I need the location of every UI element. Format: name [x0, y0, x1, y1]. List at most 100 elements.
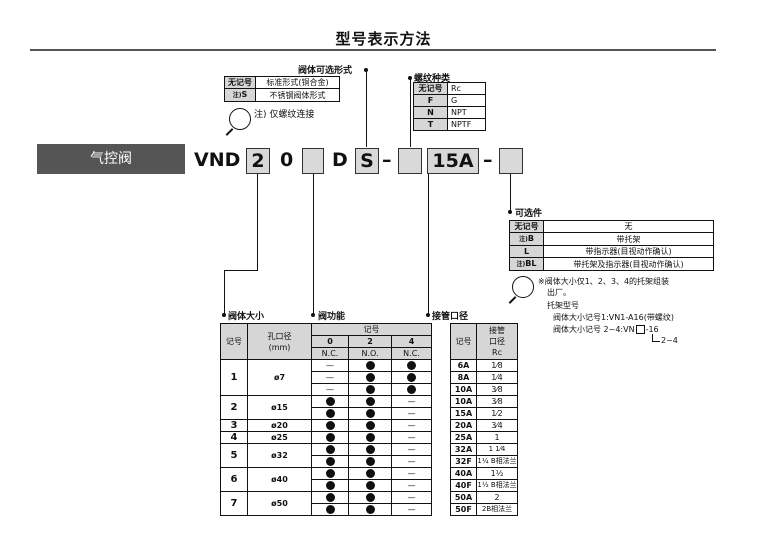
port-code-cell: 20A [450, 419, 477, 432]
port-code-cell: 10A [450, 395, 477, 408]
function-4-cell: — [391, 419, 432, 432]
function-2-cell [348, 371, 392, 384]
function-0-cell: — [311, 371, 349, 384]
size-code-cell: 5 [220, 443, 248, 468]
port-size-cell: 1¼ B相法兰 [476, 455, 518, 468]
function-0-cell [311, 443, 349, 456]
header-f2-sub: N.O. [348, 347, 392, 360]
s-box: S [355, 148, 379, 174]
bracket-leader-h [652, 341, 660, 342]
available-dot-icon [365, 505, 375, 514]
magnifier-icon [229, 108, 251, 130]
body-size-label: 阀体大小 [228, 312, 265, 322]
thread-dot [408, 76, 412, 80]
available-dot-icon [325, 445, 335, 454]
spacer [432, 420, 451, 432]
thread-box [398, 148, 422, 174]
function-box [302, 148, 324, 174]
available-dot-icon [365, 409, 375, 418]
spacer [432, 396, 451, 408]
size-code-cell: 4 [220, 431, 248, 444]
orifice-cell: ø25 [247, 431, 312, 444]
title-divider [30, 49, 716, 51]
bracket-line2: 阀体大小记号 2~4:VN-16 [553, 324, 659, 335]
bracket-size-box [635, 325, 645, 334]
available-dot-icon [325, 397, 335, 406]
size-box: 2 [246, 148, 270, 174]
function-2-cell [348, 503, 392, 516]
body-option-key: 无记号 [224, 76, 256, 89]
size-leader-h [224, 270, 258, 271]
spacer [432, 372, 451, 384]
function-0-cell: — [311, 359, 349, 372]
body-option-note: 注) 仅螺纹连接 [254, 110, 315, 120]
option-key: B [527, 234, 534, 243]
available-dot-icon [325, 433, 335, 442]
available-dot-icon [365, 361, 375, 370]
magnifier-handle-icon [225, 128, 234, 136]
orifice-cell: ø15 [247, 395, 312, 420]
orifice-cell: ø32 [247, 443, 312, 468]
available-dot-icon [325, 493, 335, 502]
available-dot-icon [407, 373, 416, 382]
option-label: 可选件 [515, 209, 543, 219]
spacer [432, 468, 451, 480]
option-key: 无记号 [509, 220, 544, 233]
size-code-cell: 1 [220, 359, 248, 396]
port-size-cell: 1½ B相法兰 [476, 479, 518, 492]
function-4-cell: — [391, 479, 432, 492]
port-size-cell: 3⁄8 [476, 383, 518, 396]
spacer [432, 444, 451, 456]
model-letter-d: D [332, 149, 348, 171]
available-dot-icon [365, 481, 375, 490]
port-size-cell: 1⁄8 [476, 359, 518, 372]
thread-label: 螺纹种类 [414, 74, 451, 84]
port-code-cell: 25A [450, 431, 477, 444]
available-dot-icon [365, 373, 375, 382]
dash-2: – [483, 149, 493, 171]
magnifier-icon [512, 276, 534, 298]
port-box: 15A [427, 148, 479, 174]
body-size-dot [222, 313, 226, 317]
port-size-cell: 3⁄4 [476, 419, 518, 432]
header-orifice: 孔口径(mm) [247, 323, 312, 360]
port-code-cell: 6A [450, 359, 477, 372]
port-code-cell: 50F [450, 503, 477, 516]
function-2-cell [348, 395, 392, 408]
available-dot-icon [365, 493, 375, 502]
available-dot-icon [365, 421, 375, 430]
port-code-cell: 15A [450, 407, 477, 420]
function-0-cell [311, 455, 349, 468]
spacer [432, 360, 451, 372]
available-dot-icon [365, 385, 375, 394]
function-2-cell [348, 407, 392, 420]
function-0-cell [311, 431, 349, 444]
body-option-value: 标准形式(铜合金) [255, 76, 340, 89]
page-title: 型号表示方法 [335, 30, 432, 48]
body-option-dot [364, 68, 368, 72]
port-size-cell: 1⁄2 [476, 407, 518, 420]
available-dot-icon [365, 469, 375, 478]
spacer [432, 348, 451, 360]
magnifier-handle-icon [508, 296, 517, 304]
option-value: 无 [543, 220, 714, 233]
function-4-cell [391, 371, 432, 384]
port-size-cell: 2B相法兰 [476, 503, 518, 516]
function-0-cell [311, 419, 349, 432]
function-0-cell [311, 479, 349, 492]
spacer [432, 324, 451, 336]
function-0-cell [311, 491, 349, 504]
thread-key: N [413, 106, 448, 119]
available-dot-icon [325, 421, 335, 430]
header-port-line2: 口径 [489, 337, 505, 346]
available-dot-icon [365, 445, 375, 454]
thread-key: F [413, 94, 448, 107]
function-2-cell [348, 467, 392, 480]
orifice-cell: ø20 [247, 419, 312, 432]
body-option-leader [366, 71, 367, 147]
option-key: L [509, 245, 544, 258]
